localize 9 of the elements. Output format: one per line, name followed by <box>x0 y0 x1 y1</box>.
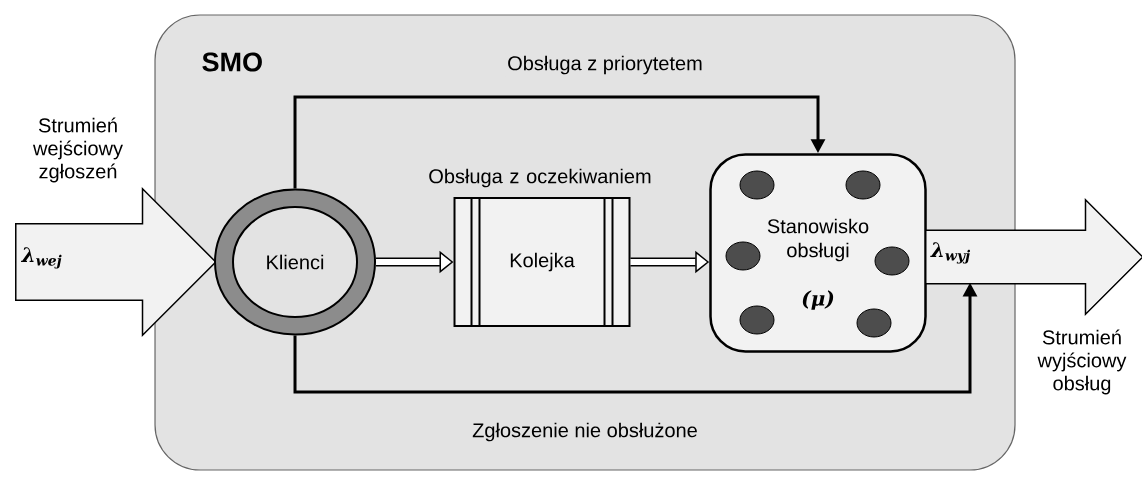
arrow <box>293 95 826 189</box>
edge-label: Obsługa z priorytetem <box>505 53 705 77</box>
caption-text: Obsługa z oczekiwaniem <box>429 168 651 188</box>
caption-text: Strumień wyjściowy obsług <box>1037 329 1127 395</box>
client-ring: Klienci <box>214 188 376 336</box>
edge-label: Zgłoszenie nie obsłużone <box>470 420 700 444</box>
caption-text: Strumień wejściowy zgłoszeń <box>33 117 123 183</box>
frame-title: SMO <box>202 52 262 72</box>
queue-box: Kolejka <box>453 196 631 327</box>
